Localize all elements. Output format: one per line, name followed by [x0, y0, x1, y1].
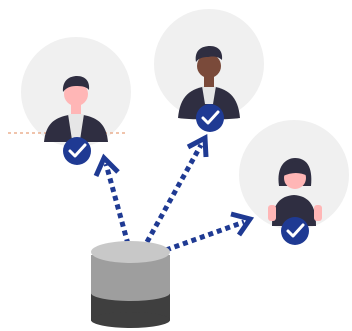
user-top-head	[197, 54, 221, 78]
dotted-arrow-right	[165, 219, 245, 253]
user-left	[8, 37, 131, 165]
user-top	[154, 9, 264, 132]
user-right-left-arm	[268, 205, 276, 221]
check-badge-circle	[63, 137, 91, 165]
dotted-arrow-left	[103, 163, 131, 245]
arrowhead-top-icon	[186, 133, 209, 158]
user-top-shirt	[202, 86, 216, 104]
arrowhead-right-icon	[230, 211, 255, 237]
user-right-body	[272, 195, 316, 226]
user-right-bangs	[283, 161, 308, 176]
database-icon	[91, 241, 170, 328]
check-badge-circle	[281, 217, 309, 245]
arrowhead-left-icon	[93, 153, 120, 178]
dotted-arrow-top	[144, 143, 204, 244]
user-top-hair	[195, 46, 223, 62]
user-right	[239, 120, 349, 245]
user-right-right-arm	[314, 205, 322, 221]
checkmark-icon	[68, 143, 87, 158]
user-left-head	[64, 82, 88, 106]
checkmark-icon	[286, 223, 305, 238]
database-top	[91, 241, 170, 263]
check-badge-circle	[196, 104, 224, 132]
user-left-hair	[62, 76, 90, 92]
user-left-neck	[71, 102, 81, 114]
user-left-shirt	[68, 114, 84, 140]
database-bottom-cap	[91, 312, 170, 328]
user-right-check-badge	[281, 217, 309, 245]
arrows	[93, 133, 255, 253]
database-middle-cap	[91, 285, 170, 301]
user-left-check-badge	[63, 137, 91, 165]
user-top-check-badge	[196, 104, 224, 132]
checkmark-icon	[201, 110, 220, 125]
user-top-neck	[204, 76, 214, 87]
